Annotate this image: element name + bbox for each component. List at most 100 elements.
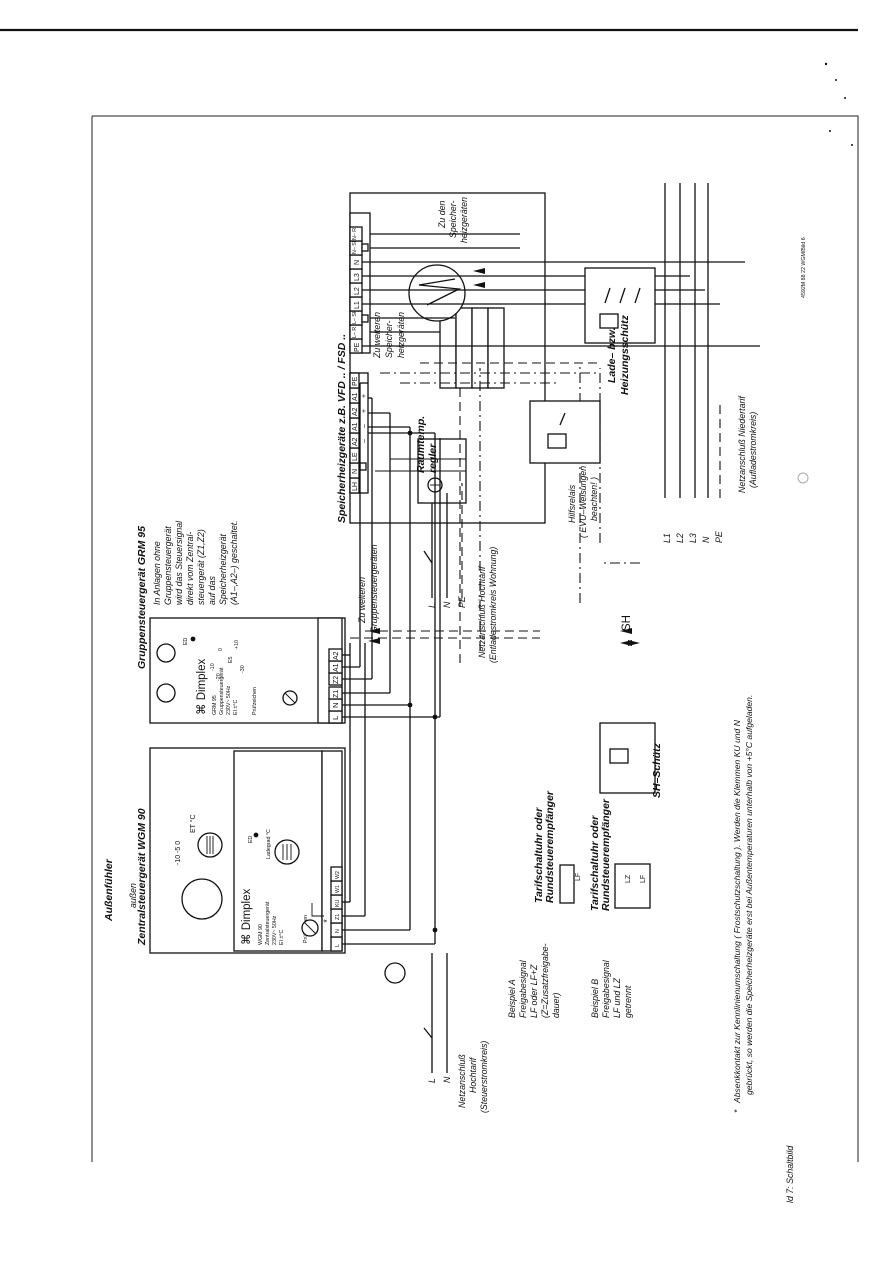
wgm-scale-left: -10 -5 0 <box>175 841 182 865</box>
relay-coil-icon <box>547 433 567 449</box>
load-contactor-label-1: Lade– bzw. <box>606 327 618 383</box>
svg-text:–: – <box>361 424 368 428</box>
storage-title: Speicherheizgeräte z.B. VFD .. / FSD .. <box>336 334 348 523</box>
svg-text:N: N <box>331 703 340 708</box>
svg-text:N: N <box>352 469 359 474</box>
svg-text:L3: L3 <box>688 533 698 543</box>
svg-text:N: N <box>701 536 711 543</box>
wgm-lamp-ed: ED <box>248 835 254 843</box>
arrows <box>368 268 640 646</box>
svg-text:N– R: N– R <box>352 228 358 240</box>
grm-scale-4: +10 <box>234 640 240 649</box>
svg-text:L: L <box>335 944 341 947</box>
arrow-icon <box>620 628 632 634</box>
svg-text:Z1: Z1 <box>335 914 341 920</box>
heater-terminal-block-2: PE L– R L– SH L1 L2 L3 N N– SH N– R <box>349 212 371 354</box>
svg-text:LF: LF <box>640 875 647 883</box>
svg-text:(Z=Zusatzfreigabe-: (Z=Zusatzfreigabe- <box>540 943 550 1018</box>
svg-text:N: N <box>335 929 341 933</box>
grm-device: ED ⌘ Dimplex GRM 95 Gruppensteuergerät 2… <box>149 617 346 724</box>
mains-high: L N PE Netzanschluß Hochtarif (Entladest… <box>423 483 498 663</box>
grm-desc-2: 230V~ 50Hz <box>226 685 232 715</box>
heater-terminal-block-1: LH N LE A2 A1 A2 A1 PE – – + + <box>349 372 369 494</box>
svg-text:Speicherheizgerät: Speicherheizgerät <box>218 534 228 605</box>
svg-text:A1: A1 <box>352 422 359 431</box>
svg-text:–: – <box>361 439 368 443</box>
arrow-icon <box>368 628 380 634</box>
relay-coil-icon <box>599 313 619 329</box>
wgm-desc-2: 230V~ 50Hz <box>272 915 278 945</box>
wgm-desc-3: EI ±°C <box>279 929 285 945</box>
aux-relay: Hilfsrelais ( EVU–Weisungen beachten! ) <box>529 400 601 538</box>
room-controller-title-2: regler <box>427 443 439 473</box>
wgm-desc-1: Zentralsteuergerät <box>265 901 271 945</box>
grm-brand: ⌘ Dimplex <box>196 659 208 715</box>
svg-text:L– SH: L– SH <box>352 309 358 324</box>
svg-text:LE: LE <box>352 452 359 461</box>
svg-text:L2: L2 <box>354 287 361 295</box>
svg-text:A1: A1 <box>333 663 340 672</box>
wgm-desc-0: WGM 90 <box>258 924 264 945</box>
switch-contact-icon <box>423 550 433 564</box>
grm-scale-0: -10 <box>210 663 216 671</box>
svg-text:( EVU–Weisungen: ( EVU–Weisungen <box>578 466 588 538</box>
svg-text:PE: PE <box>354 342 361 352</box>
sh-label: SH <box>621 615 633 631</box>
svg-text:SH–Schütz: SH–Schütz <box>651 742 663 798</box>
svg-text:L– R: L– R <box>352 327 358 338</box>
svg-text:heizgeräten: heizgeräten <box>459 197 469 243</box>
arrow-icon <box>368 638 380 644</box>
wgm-title: Zentralsteuergerät WGM 90 <box>136 808 148 946</box>
svg-text:W1: W1 <box>335 885 341 893</box>
control-wiring <box>342 362 640 945</box>
svg-text:LZ: LZ <box>625 874 632 883</box>
sensor-title: Außenfühler <box>103 858 115 922</box>
svg-text:Netzanschluß Hochtarif: Netzanschluß Hochtarif <box>477 565 487 658</box>
wgm-lamp-label: ET °C <box>189 814 197 833</box>
grm-desc-0: GRM 95 <box>212 695 218 715</box>
svg-text:Speicher-: Speicher- <box>448 200 458 238</box>
svg-text:Gruppensteuergerät: Gruppensteuergerät <box>163 526 173 605</box>
svg-text:L1: L1 <box>354 301 361 309</box>
grm-note: In Anlagen ohne Gruppensteuergerät wird … <box>152 520 239 605</box>
svg-text:LF: LF <box>575 873 582 881</box>
svg-text:A2: A2 <box>352 437 359 446</box>
svg-text:Absenkkontakt zur Kennlinienum: Absenkkontakt zur Kennlinienumschaltung … <box>732 719 742 1104</box>
svg-text:In Anlagen ohne: In Anlagen ohne <box>152 541 162 605</box>
svg-text:KU: KU <box>335 899 341 907</box>
scan-specks <box>797 62 853 484</box>
svg-text:LF oder LF+Z: LF oder LF+Z <box>529 964 539 1018</box>
grm-knob-b <box>156 643 176 663</box>
footnote: * Absenkkontakt zur Kennlinienumschaltun… <box>732 695 754 1113</box>
svg-text:gebrückt, so werden die Speich: gebrückt, so werden die Speicherheizgerä… <box>744 695 754 1095</box>
caption: ld 7: Schaltbild <box>785 1145 795 1203</box>
heater-power-wiring <box>362 233 760 347</box>
svg-text:Netzanschluß Niedertarif: Netzanschluß Niedertarif <box>737 395 747 493</box>
svg-text:Rundsteuerempfänger: Rundsteuerempfänger <box>600 798 612 911</box>
svg-text:N: N <box>354 260 361 265</box>
svg-text:Zu den: Zu den <box>437 201 447 229</box>
svg-text:LF und LZ: LF und LZ <box>612 977 622 1018</box>
fan-circle-icon <box>408 264 466 322</box>
svg-text:N: N <box>442 601 452 608</box>
svg-text:heizgeräten: heizgeräten <box>396 312 406 358</box>
arrow-icon <box>628 640 640 646</box>
svg-text:wird das Steuersignal: wird das Steuersignal <box>174 520 184 605</box>
svg-text:Freigabesignal: Freigabesignal <box>601 959 611 1018</box>
svg-text:(A1–,A2–) geschaltet.: (A1–,A2–) geschaltet. <box>229 520 239 605</box>
svg-text:PE: PE <box>457 596 467 608</box>
wgm-asterisk: * <box>322 919 332 923</box>
svg-text:A2: A2 <box>333 651 340 660</box>
to-groups-label: Zu weiteren Gruppensteuergeräten <box>357 544 379 633</box>
drawing-frame <box>91 115 859 1162</box>
tariff-a: LF Tarifschaltuhr oder Rundsteuerempfäng… <box>533 790 582 904</box>
grm-scale-1: -20 <box>216 673 222 681</box>
svg-text:PE: PE <box>714 531 724 543</box>
svg-text:Z2: Z2 <box>333 676 340 684</box>
svg-text:(Aufladestromkreis): (Aufladestromkreis) <box>748 412 758 488</box>
svg-text:Rundsteuerempfänger: Rundsteuerempfänger <box>544 790 556 903</box>
arrow-icon <box>473 282 485 288</box>
example-a: Beispiel A Freigabesignal LF oder LF+Z (… <box>507 943 561 1018</box>
